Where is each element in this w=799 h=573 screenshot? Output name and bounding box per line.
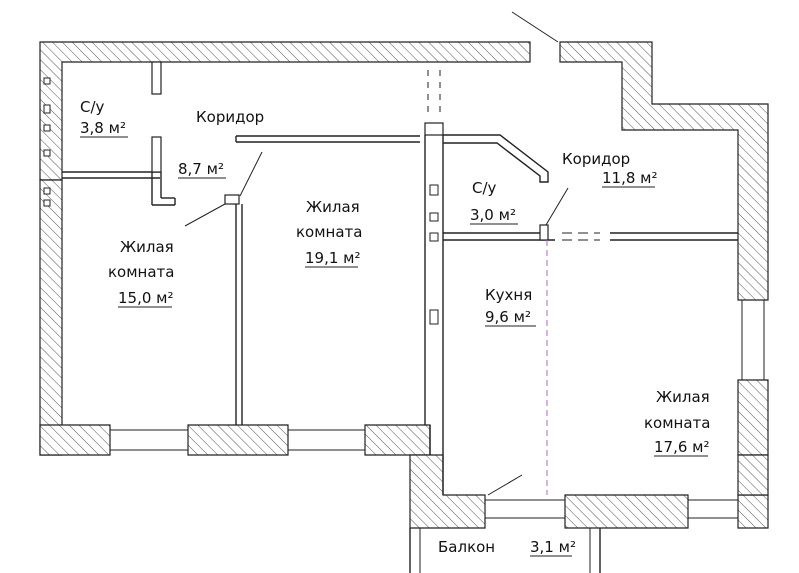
living-right-name-2: комната xyxy=(644,414,710,432)
room-bath-left: С/у 3,8 м² xyxy=(80,98,128,138)
vent-markers xyxy=(43,77,439,325)
kitchen-name: Кухня xyxy=(485,286,532,304)
balcony-name: Балкон xyxy=(438,538,495,556)
room-living-center: Жилая комната 19,1 м² xyxy=(296,198,362,268)
living-right-name-1: Жилая xyxy=(656,388,710,406)
interior-walls xyxy=(62,11,765,573)
bath-left-name: С/у xyxy=(80,98,105,116)
living-left-name-2: комната xyxy=(108,263,174,281)
room-living-right: Жилая комната 17,6 м² xyxy=(644,388,710,457)
living-left-area: 15,0 м² xyxy=(118,289,174,307)
corridor-right-area: 11,8 м² xyxy=(602,169,658,187)
kitchen-area: 9,6 м² xyxy=(485,308,531,326)
living-center-name-1: Жилая xyxy=(306,198,360,216)
room-balcony: Балкон 3,1 м² xyxy=(438,538,576,557)
bath-right-area: 3,0 м² xyxy=(470,206,516,224)
room-kitchen: Кухня 9,6 м² xyxy=(485,286,536,327)
balcony-area: 3,1 м² xyxy=(530,538,576,556)
bath-right-name: С/у xyxy=(472,179,497,197)
room-living-left: Жилая комната 15,0 м² xyxy=(108,238,174,308)
living-right-area: 17,6 м² xyxy=(654,438,710,456)
corridor-left-name: Коридор xyxy=(196,108,264,126)
living-left-name-1: Жилая xyxy=(120,238,174,256)
room-corridor-right: Коридор 11,8 м² xyxy=(562,150,658,188)
corridor-left-area: 8,7 м² xyxy=(178,160,224,178)
living-center-area: 19,1 м² xyxy=(305,249,361,267)
corridor-right-name: Коридор xyxy=(562,150,630,168)
living-center-name-2: комната xyxy=(296,223,362,241)
room-corridor-left: Коридор 8,7 м² xyxy=(178,108,264,179)
bath-left-area: 3,8 м² xyxy=(80,119,126,137)
room-bath-right: С/у 3,0 м² xyxy=(470,179,518,225)
outer-walls xyxy=(39,41,769,529)
